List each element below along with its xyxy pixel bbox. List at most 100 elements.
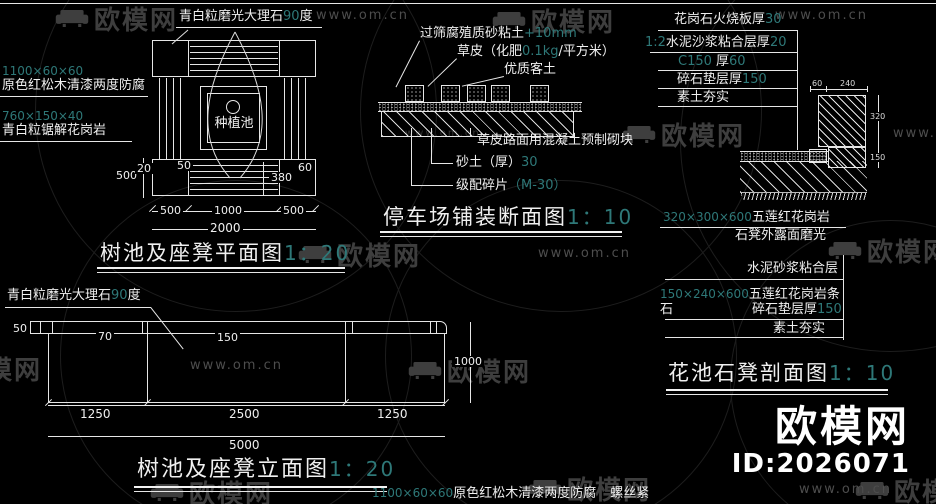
watermark-brand: 欧模网: [528, 470, 651, 504]
leader-line: [470, 128, 471, 137]
dim-value: 2000: [208, 221, 243, 235]
dim-line: [810, 89, 868, 90]
watermark-site: www.om.cn: [775, 8, 868, 23]
label-text: 石: [660, 302, 674, 317]
site-logo: 欧模网 ID:2026071 www.om.cn: [732, 404, 910, 498]
dim-value: 50: [175, 159, 193, 172]
label-value: 30: [765, 12, 782, 27]
dim-tick: [810, 86, 811, 92]
leader-line: [665, 319, 844, 320]
dim-value: 380: [269, 171, 294, 184]
watermark-site: www.om.cn: [538, 246, 631, 261]
dim-value: 60: [812, 79, 823, 88]
watermark-brand: 欧模网: [492, 2, 615, 39]
label-text: 砂土（厚）: [456, 155, 522, 170]
label-value: 20: [769, 35, 787, 50]
title-underline: [380, 236, 622, 237]
dim-value: 1000: [212, 204, 244, 217]
pavement-label-sand: 砂土（厚）30: [456, 156, 538, 170]
leader-line: [658, 106, 797, 107]
label-text: 螺丝紧: [610, 486, 650, 501]
label-text: 青白粒磨光大理石: [7, 288, 112, 303]
logo-site: www.om.cn: [799, 482, 892, 497]
watermark-brand: 欧模网: [55, 0, 178, 37]
pavement-block: [530, 85, 549, 102]
sofa-icon: [855, 482, 889, 499]
watermark-text: 欧模网: [0, 356, 43, 386]
label-value: +10mm: [524, 26, 577, 41]
sofa-icon: [528, 480, 562, 497]
watermark-text: 欧模网: [661, 122, 746, 152]
sofa-icon: [298, 246, 332, 263]
watermark-text: 欧模网: [894, 478, 936, 504]
pavement-block: [405, 85, 424, 102]
pavement-label-soil: 优质客土: [504, 63, 556, 77]
leader-line: [411, 185, 453, 186]
watermark-brand: 欧模网: [828, 232, 936, 269]
dim-value: 500: [158, 204, 183, 217]
label-text: 青白粒磨光大理石: [179, 9, 284, 24]
label-value: 90: [111, 288, 128, 303]
leader-line: [665, 279, 844, 280]
bench-label-stone-char: 石: [660, 303, 673, 317]
title-text: 树池及座凳平面图: [100, 241, 284, 265]
dim-tick: [826, 86, 827, 92]
dim-line: [48, 405, 445, 406]
dim-value: 60: [296, 161, 314, 174]
dim-value: 150: [215, 331, 240, 344]
label-text: 级配碎片: [456, 178, 509, 193]
pavement-concrete-layer: [381, 111, 574, 137]
plan-material-label: 青白粒锯解花岗岩: [2, 123, 107, 138]
plan-material-size: 760×150×40: [2, 109, 84, 123]
dim-tick: [867, 86, 868, 92]
bench-label-mortar-bond: 1:2水泥沙浆粘合层厚20: [645, 36, 786, 50]
plan-material-label: 原色红松木清漆两度防腐: [2, 78, 146, 93]
footer-note: 1100×60×60原色红松木清漆两度防腐螺丝紧: [372, 486, 649, 501]
leader-line: [650, 52, 797, 53]
title-underline: [666, 394, 888, 395]
plan-planting-pool-outer: [200, 86, 267, 150]
plan-bench-right: [280, 78, 313, 160]
leader-line: [658, 70, 797, 71]
bench-label-wulian-granite: 320×300×600五莲红花岗岩: [663, 210, 830, 225]
seat-joint: [352, 321, 353, 334]
title-underline: [134, 491, 387, 492]
leader-line: [431, 128, 432, 164]
dim-value: 1250: [377, 407, 408, 421]
pavement-title: 停车场铺装断面图1：10: [383, 205, 633, 229]
title-text: 花池石凳剖面图: [668, 361, 829, 385]
leader-line: [0, 96, 148, 97]
label-value: 150: [817, 302, 842, 317]
sofa-icon: [622, 126, 656, 143]
watermark-brand: 欧模网: [150, 474, 273, 504]
title-scale: 1：20: [284, 241, 351, 265]
leader-line: [843, 255, 844, 340]
label-text: 碎石垫层厚: [677, 72, 743, 87]
title-scale: 1：20: [329, 457, 396, 481]
label-value: 0.1kg: [522, 44, 559, 59]
label-text: 石凳外露面磨光: [735, 228, 827, 243]
elevation-panel-joint: [147, 334, 148, 403]
bench-slats: [190, 46, 278, 71]
dim-line: [878, 95, 879, 147]
watermark-site: www.om.cn: [893, 126, 936, 141]
label-text: 花岗石火烧板厚: [674, 12, 766, 27]
bench-label-polished: 石凳外露面磨光: [735, 229, 826, 243]
seat-joint: [430, 321, 431, 334]
bench-title: 花池石凳剖面图1：10: [668, 361, 895, 385]
title-scale: 1：10: [567, 205, 634, 229]
label-value: 320×300×600: [663, 210, 752, 224]
leader-line: [658, 88, 797, 89]
pavement-label-humus: 过筛腐殖质砂粘土+10mm: [420, 27, 577, 41]
dim-value: 50: [13, 322, 27, 335]
label-value: C150: [678, 54, 712, 69]
leader-line: [5, 307, 151, 308]
label-value: 30: [521, 155, 538, 170]
bench-slats: [284, 78, 309, 160]
elevation-marble-label: 青白粒磨光大理石90度: [7, 289, 141, 303]
title-text: 树池及座凳立面图: [137, 457, 330, 482]
bench-label-rammed-earth: 素土夯实: [677, 91, 729, 105]
dim-value: 500: [114, 169, 139, 182]
plan-leader-curves: [171, 29, 263, 179]
